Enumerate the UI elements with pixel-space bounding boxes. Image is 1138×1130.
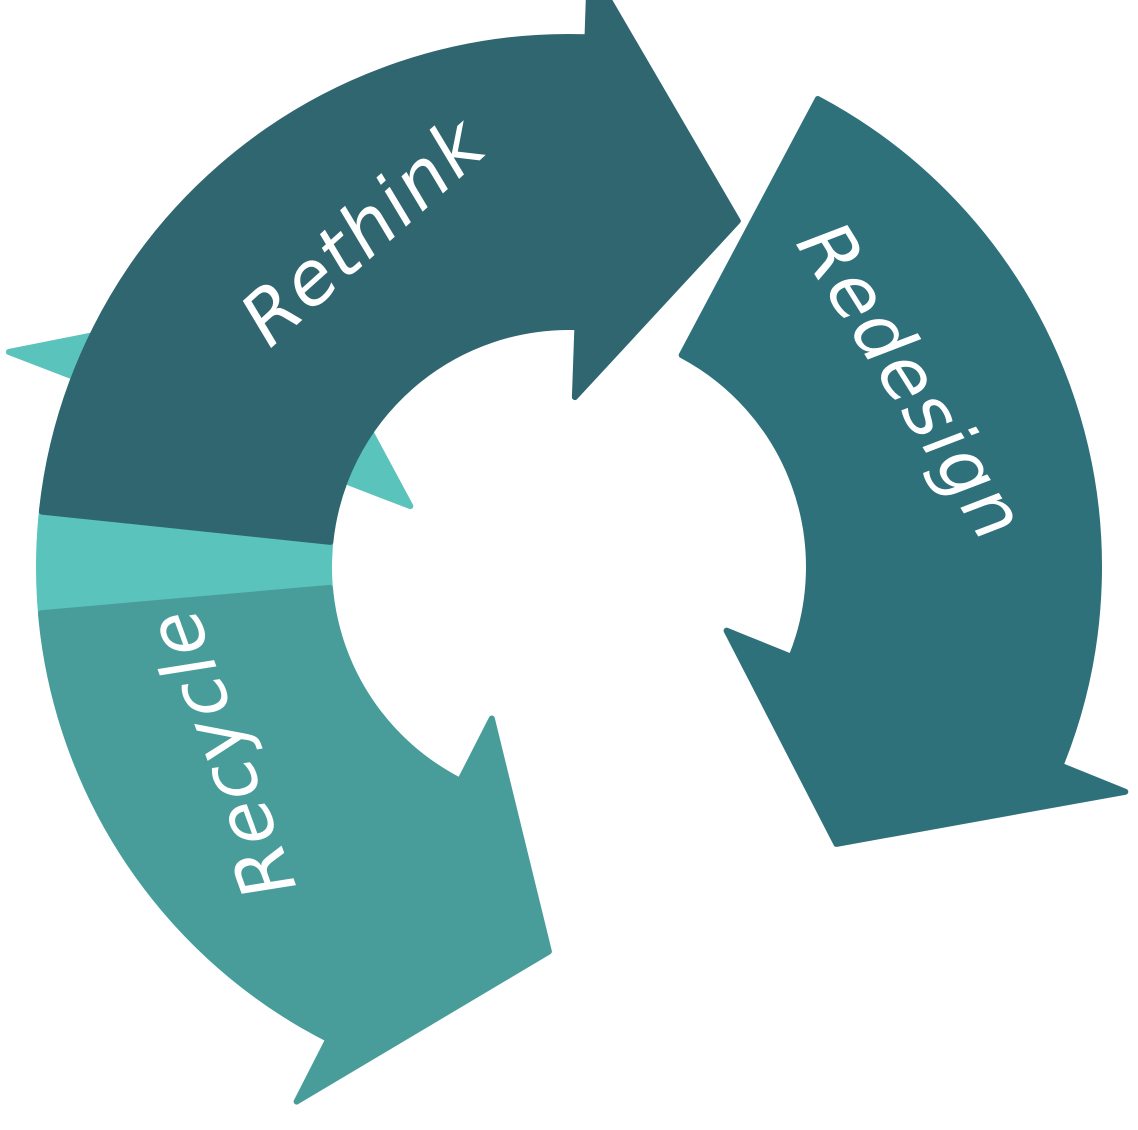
arrow-rethink — [38, 0, 741, 545]
arrow-redesign — [678, 96, 1129, 847]
label-reuse: Reuse — [631, 857, 880, 983]
arrow-reuse — [38, 584, 552, 1105]
